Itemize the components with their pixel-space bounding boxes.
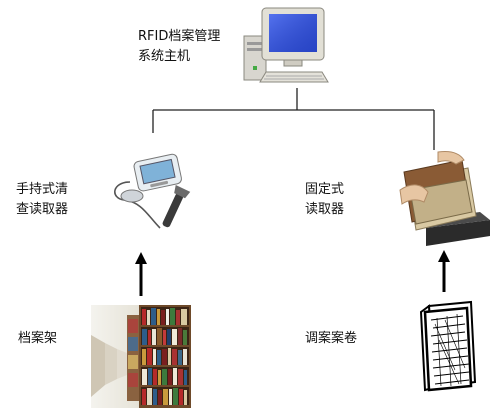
handheld-reader-label: 手持式清 查读取器 xyxy=(16,182,69,217)
binder-folder-icon xyxy=(415,300,477,392)
fixed-reader-label: 固定式 读取器 xyxy=(305,182,345,217)
retrieved-files-label: 调案案卷 xyxy=(305,331,358,346)
archive-shelf-label: 档案架 xyxy=(18,331,58,346)
arrow-up-right xyxy=(438,250,450,292)
arrow-up-left xyxy=(135,252,147,296)
bookshelf-photo xyxy=(91,305,191,408)
host-label: RFID档案管理 系统主机 xyxy=(138,29,221,64)
desktop-computer-icon xyxy=(236,6,332,86)
handheld-reader-icon xyxy=(102,152,202,242)
fixed-reader-icon xyxy=(398,150,493,250)
